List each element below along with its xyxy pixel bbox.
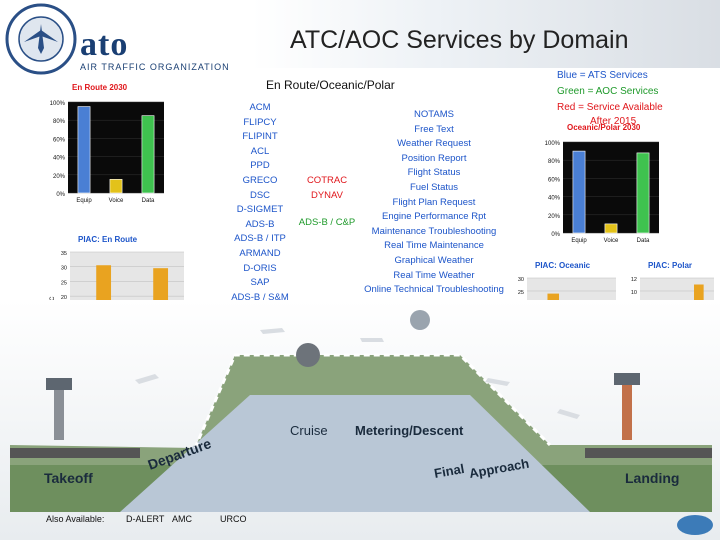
service-item: NOTAMS — [414, 109, 454, 120]
service-item: ADS-B — [245, 218, 275, 230]
phase-landing: Landing — [625, 470, 679, 486]
page-title: ATC/AOC Services by Domain — [290, 26, 629, 54]
footer-also-label: Also Available: — [46, 514, 105, 524]
faa-seal-logo — [5, 3, 77, 75]
section-title: En Route/Oceanic/Polar — [266, 78, 395, 92]
service-item: FLIPINT — [242, 131, 278, 143]
header-band — [0, 0, 720, 68]
y-tick-label: 20 — [61, 295, 67, 301]
service-item: PPD — [250, 160, 270, 172]
service-item: Engine Performance Rpt — [381, 211, 487, 223]
chart-title: Oceanic/Polar 2030 — [567, 123, 641, 132]
chart-oceanic-polar-2030: Oceanic/Polar 2030 100% 80% 60% 40% 20% 0% Equi… — [545, 123, 659, 244]
phase-cruise: Cruise — [290, 423, 328, 438]
service-item: Maintenance Troubleshooting — [371, 225, 497, 237]
service-item: ADS-B / S&M — [231, 291, 289, 303]
service-item: Flight Plan Request — [392, 196, 476, 208]
x-tick-label: Equip — [76, 198, 92, 204]
y-tick-label: 25 — [61, 280, 67, 286]
service-item: COTRAC — [306, 175, 348, 186]
service-item: ARMAND — [239, 247, 281, 259]
phase-final: Final — [433, 461, 465, 481]
service-item: Free Text — [414, 123, 454, 135]
mid-services-list: COTRAC DYNAV — [302, 174, 352, 203]
legend-green: Green = AOC Services — [557, 86, 659, 97]
x-tick-label: Data — [637, 238, 650, 244]
y-tick-label: 60% — [53, 137, 66, 143]
chart-title: PIAC: Polar — [648, 261, 692, 270]
y-tick-label: 40% — [548, 196, 561, 202]
service-item: Flight Status — [407, 167, 461, 179]
flight-phase-scene: Cruise Metering/Descent Departure Final … — [0, 300, 720, 540]
chart-en-route-2030: En Route 2030 100% 80% 60% 40% 20% 0% Equip Voic… — [50, 83, 164, 204]
phase-takeoff: Takeoff — [44, 470, 93, 486]
y-tick-label: 100% — [50, 101, 66, 107]
chart-title: En Route 2030 — [72, 83, 128, 92]
bar — [572, 150, 586, 234]
chart-title: PIAC: Oceanic — [535, 261, 591, 270]
service-item: Real Time Weather — [393, 269, 475, 281]
footer-item-urco: URCO — [220, 514, 247, 524]
footer-item-amc: AMC — [172, 514, 192, 524]
bar — [604, 223, 618, 234]
service-item: ACL — [250, 145, 270, 157]
footer-item-dalert: D-ALERT — [126, 514, 165, 524]
x-tick-label: Equip — [571, 238, 587, 244]
y-tick-label: 10 — [631, 290, 637, 296]
bar — [636, 152, 650, 234]
y-tick-label: 0% — [56, 192, 65, 198]
service-item: SAP — [250, 277, 270, 289]
ato-logo-subtitle: AIR TRAFFIC ORGANIZATION — [80, 62, 230, 72]
y-tick-label: 35 — [61, 251, 67, 257]
y-tick-label: 20% — [53, 174, 66, 180]
y-tick-label: 100% — [545, 141, 561, 147]
y-tick-label: 12 — [631, 277, 637, 283]
y-tick-label: 30 — [61, 266, 67, 272]
service-item: Online Technical Troubleshooting — [364, 284, 504, 296]
y-tick-label: 60% — [548, 177, 561, 183]
legend-blue: Blue = ATS Services — [557, 70, 648, 81]
service-item-adsb-cp: ADS-B / C&P — [298, 217, 356, 228]
legend-red-2: After 2015 — [590, 116, 637, 127]
x-tick-label: Voice — [604, 238, 619, 244]
service-item: D-SIGMET — [236, 204, 284, 216]
service-item: Fuel Status — [409, 181, 459, 193]
service-item: ACM — [249, 102, 271, 113]
service-item: Graphical Weather — [394, 254, 474, 266]
x-tick-label: Voice — [109, 198, 124, 204]
y-tick-label: 40% — [53, 156, 66, 162]
bar — [77, 106, 91, 194]
bar — [141, 115, 155, 194]
y-tick-label: 30 — [518, 277, 524, 283]
bar — [109, 179, 123, 194]
y-tick-label: 25 — [518, 290, 524, 296]
phase-metering: Metering/Descent — [355, 423, 464, 438]
service-item: Weather Request — [397, 138, 471, 150]
y-tick-label: 20% — [548, 214, 561, 220]
service-item: D-ORIS — [243, 262, 277, 274]
service-item: GRECO — [242, 174, 278, 186]
x-tick-label: Data — [142, 198, 155, 204]
y-tick-label: 80% — [53, 119, 66, 125]
service-item: ADS-B / ITP — [234, 233, 286, 245]
ats-services-list: ACM FLIPCY FLIPINT ACL PPD GRECO DSC D-SIGMET AD… — [224, 101, 296, 305]
service-item: Real Time Maintenance — [384, 240, 484, 252]
service-item: Position Report — [401, 152, 467, 164]
ato-logo-word: ato — [80, 26, 129, 63]
y-tick-label: 80% — [548, 159, 561, 165]
service-item: FLIPCY — [243, 116, 277, 128]
y-tick-label: 0% — [551, 232, 560, 238]
service-item: DYNAV — [310, 189, 344, 201]
legend-red: Red = Service Available — [557, 102, 663, 113]
chart-title: PIAC: En Route — [78, 235, 138, 244]
service-item: DSC — [249, 189, 271, 201]
